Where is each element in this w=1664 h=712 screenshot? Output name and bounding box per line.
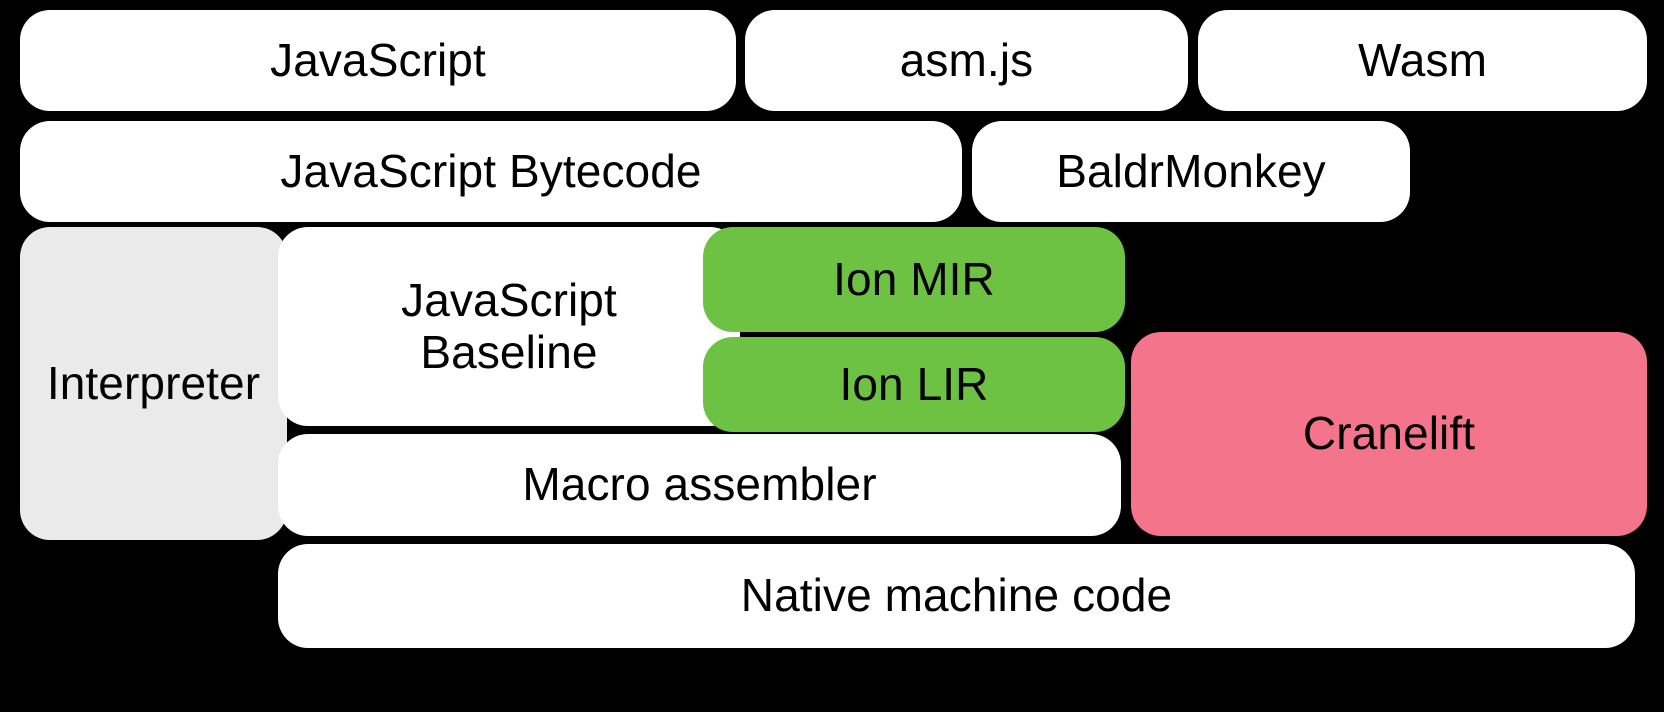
node-native-machine-code: Native machine code [278,544,1635,648]
node-javascript: JavaScript [20,10,736,111]
node-ion-lir: Ion LIR [703,337,1125,432]
node-macro-assembler: Macro assembler [278,434,1121,536]
node-baldrmonkey: BaldrMonkey [972,121,1410,222]
node-asmjs: asm.js [745,10,1188,111]
node-interpreter: Interpreter [20,227,287,540]
node-ion-mir: Ion MIR [703,227,1125,332]
node-javascript-bytecode: JavaScript Bytecode [20,121,962,222]
node-javascript-baseline: JavaScript Baseline [278,227,740,426]
node-wasm: Wasm [1198,10,1647,111]
node-cranelift: Cranelift [1131,332,1647,536]
